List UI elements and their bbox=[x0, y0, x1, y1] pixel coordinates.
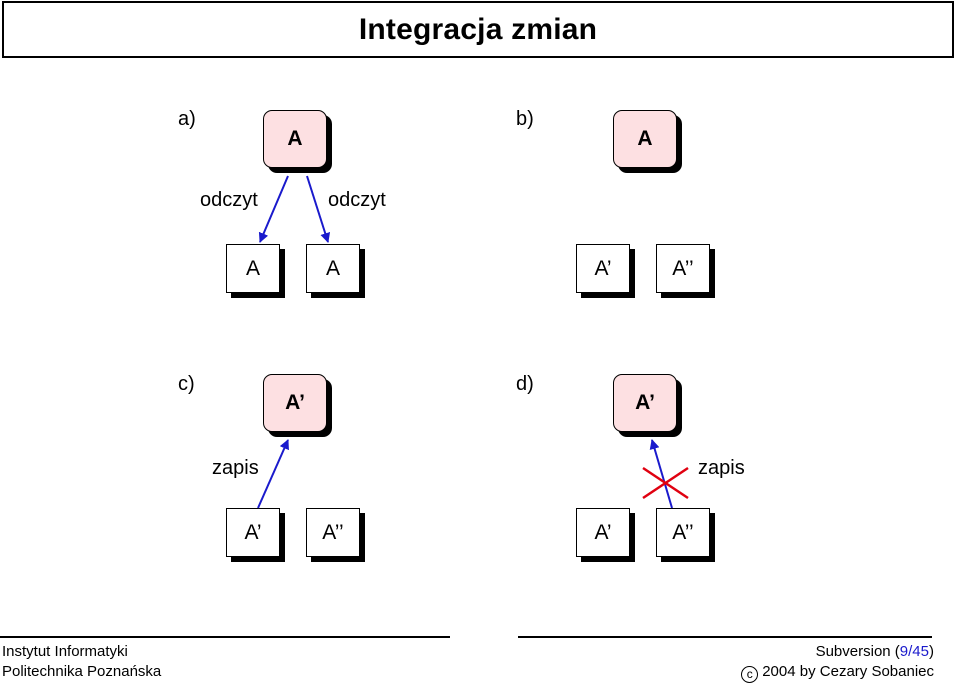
panel-d-client-node-2: A’’ bbox=[656, 508, 710, 557]
panel-a-read-arrow-right bbox=[306, 175, 331, 243]
footer-course: Subversion (9/45) bbox=[815, 643, 934, 660]
panel-c-write-arrow bbox=[257, 439, 289, 509]
panel-c-label: c) bbox=[178, 373, 195, 395]
slide-title: Integracja zmian bbox=[358, 12, 598, 46]
panel-a-edge-left-label: odczyt bbox=[200, 189, 258, 211]
footer-rule-right bbox=[518, 636, 932, 638]
panel-d-label: d) bbox=[516, 373, 534, 395]
panel-a-edge-right-label: odczyt bbox=[328, 189, 386, 211]
panel-d-edge-label: zapis bbox=[698, 457, 745, 479]
panel-c-client-node-1: A’ bbox=[226, 508, 280, 557]
panel-b-server-node: A bbox=[613, 110, 677, 168]
panel-d-server-node: A’ bbox=[613, 374, 677, 432]
footer-page-number[interactable]: 9/45 bbox=[899, 643, 929, 660]
panel-a-read-arrow-left bbox=[258, 175, 289, 243]
panel-c-server-node: A’ bbox=[263, 374, 327, 432]
copyright-icon: c bbox=[741, 666, 759, 683]
slide-title-box: Integracja zmian bbox=[2, 1, 954, 58]
panel-d-client-node-1: A’ bbox=[576, 508, 630, 557]
panel-d-rejected-cross bbox=[642, 466, 689, 500]
panel-a-client-node-1: A bbox=[226, 244, 280, 293]
footer-university: Politechnika Poznańska bbox=[2, 663, 162, 680]
panel-a-label: a) bbox=[178, 108, 196, 130]
panel-c-client-node-2: A’’ bbox=[306, 508, 360, 557]
panel-a-server-node: A bbox=[263, 110, 327, 168]
panel-a-client-node-2: A bbox=[306, 244, 360, 293]
panel-c-edge-label: zapis bbox=[212, 457, 259, 479]
panel-b-label: b) bbox=[516, 108, 534, 130]
panel-b-client-node-2: A’’ bbox=[656, 244, 710, 293]
footer-institute: Instytut Informatyki bbox=[2, 643, 128, 660]
panel-b-client-node-1: A’ bbox=[576, 244, 630, 293]
footer-rule-left bbox=[0, 636, 450, 638]
panel-d-write-arrow bbox=[649, 439, 673, 509]
